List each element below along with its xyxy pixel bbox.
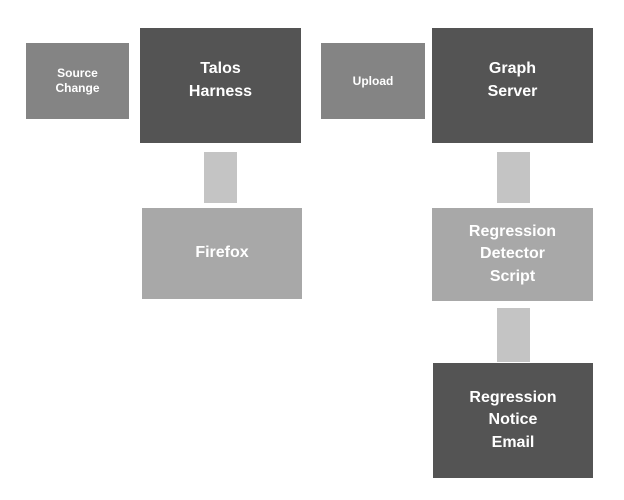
- node-graph-server-label: Graph Server: [487, 60, 538, 100]
- node-source-change-label: Source Change: [55, 66, 100, 95]
- node-regression-detector-script: Regression Detector Script: [432, 208, 593, 301]
- node-upload: Upload: [321, 43, 425, 119]
- node-firefox-label: Firefox: [195, 244, 249, 262]
- node-graph-server: Graph Server: [432, 28, 593, 143]
- connector-regression-detector-to-notice-email: [497, 308, 530, 362]
- node-talos-harness: Talos Harness: [140, 28, 301, 143]
- node-regression-notice-email-label: Regression Notice Email: [469, 388, 557, 451]
- node-source-change: Source Change: [26, 43, 129, 119]
- connector-talos-to-firefox: [204, 152, 237, 203]
- node-talos-harness-label: Talos Harness: [188, 60, 253, 100]
- connector-graph-server-to-regression-detector: [497, 152, 530, 203]
- node-regression-detector-script-label: Regression Detector Script: [468, 222, 557, 285]
- node-firefox: Firefox: [142, 208, 302, 299]
- node-upload-label: Upload: [352, 73, 394, 88]
- node-regression-notice-email: Regression Notice Email: [433, 363, 593, 478]
